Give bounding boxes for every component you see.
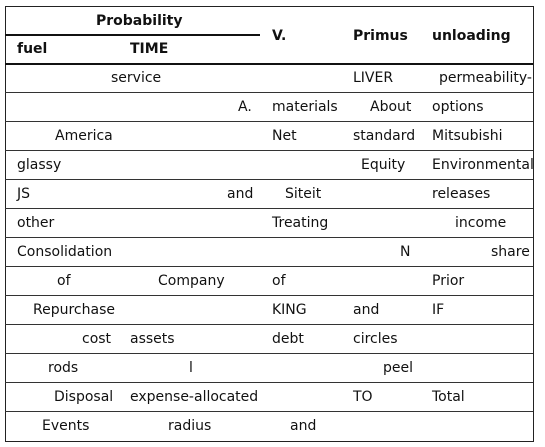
table-cell: Equity [361, 157, 406, 173]
table-cell: About [370, 99, 412, 115]
row-divider [5, 324, 533, 325]
table-cell: Siteit [285, 186, 322, 202]
row-divider [5, 121, 533, 122]
table-cell: and [290, 418, 317, 434]
table-cell: and [227, 186, 254, 202]
table-cell: Net [272, 128, 297, 144]
row-divider [5, 353, 533, 354]
header-primus: Primus [353, 28, 408, 44]
table-cell: of [57, 273, 71, 289]
table-cell: Total [432, 389, 465, 405]
table-cell: radius [168, 418, 212, 434]
table-cell: peel [383, 360, 414, 376]
table-cell: Treating [272, 215, 329, 231]
table-cell: of [272, 273, 286, 289]
table-cell: service [111, 70, 162, 86]
row-divider [5, 237, 533, 238]
row-divider [5, 295, 533, 296]
table-cell: TO [353, 389, 373, 405]
row-divider [5, 150, 533, 151]
table-cell: releases [432, 186, 491, 202]
table-cell: LIVER [353, 70, 394, 86]
table-cell: Prior [432, 273, 465, 289]
table-cell: IF [432, 302, 445, 318]
table-cell: Mitsubishi [432, 128, 503, 144]
table-cell: l [189, 360, 193, 376]
table-cell: glassy [17, 157, 62, 173]
row-divider [5, 179, 533, 180]
row-divider [5, 266, 533, 267]
row-divider [5, 411, 533, 412]
header-v: V. [272, 28, 287, 44]
table-cell: rods [48, 360, 79, 376]
table-cell: standard [353, 128, 416, 144]
table-cell: income [455, 215, 507, 231]
table-cell: KING [272, 302, 307, 318]
table-cell: Events [42, 418, 90, 434]
header-bottom-border [5, 63, 533, 65]
table-cell: materials [272, 99, 338, 115]
header-fuel: fuel [17, 41, 48, 57]
table-cell: Repurchase [33, 302, 115, 318]
table-cell: expense-allocated [130, 389, 259, 405]
row-divider [5, 92, 533, 93]
table-cell: America [55, 128, 113, 144]
table-cell: debt [272, 331, 304, 347]
row-divider [5, 382, 533, 383]
table-cell: Consolidation [17, 244, 113, 260]
row-divider [5, 208, 533, 209]
table-cell: other [17, 215, 55, 231]
table-cell: Company [158, 273, 225, 289]
table-cell: cost [82, 331, 112, 347]
header-probability: Probability [96, 13, 183, 29]
header-time: TIME [130, 41, 169, 57]
table-cell: N [400, 244, 411, 260]
table-cell: options [432, 99, 484, 115]
table-frame [5, 6, 534, 442]
table-cell: permeability- [439, 70, 532, 86]
table-cell: assets [130, 331, 175, 347]
table-cell: and [353, 302, 380, 318]
header-unloading: unloading [432, 28, 511, 44]
table-cell: Disposal [54, 389, 114, 405]
table-cell: Environmental [432, 157, 534, 173]
table-cell: JS [17, 186, 31, 202]
table-cell: circles [353, 331, 398, 347]
header-subdivider [5, 34, 260, 36]
table-cell: share [491, 244, 530, 260]
table-cell: A. [238, 99, 252, 115]
